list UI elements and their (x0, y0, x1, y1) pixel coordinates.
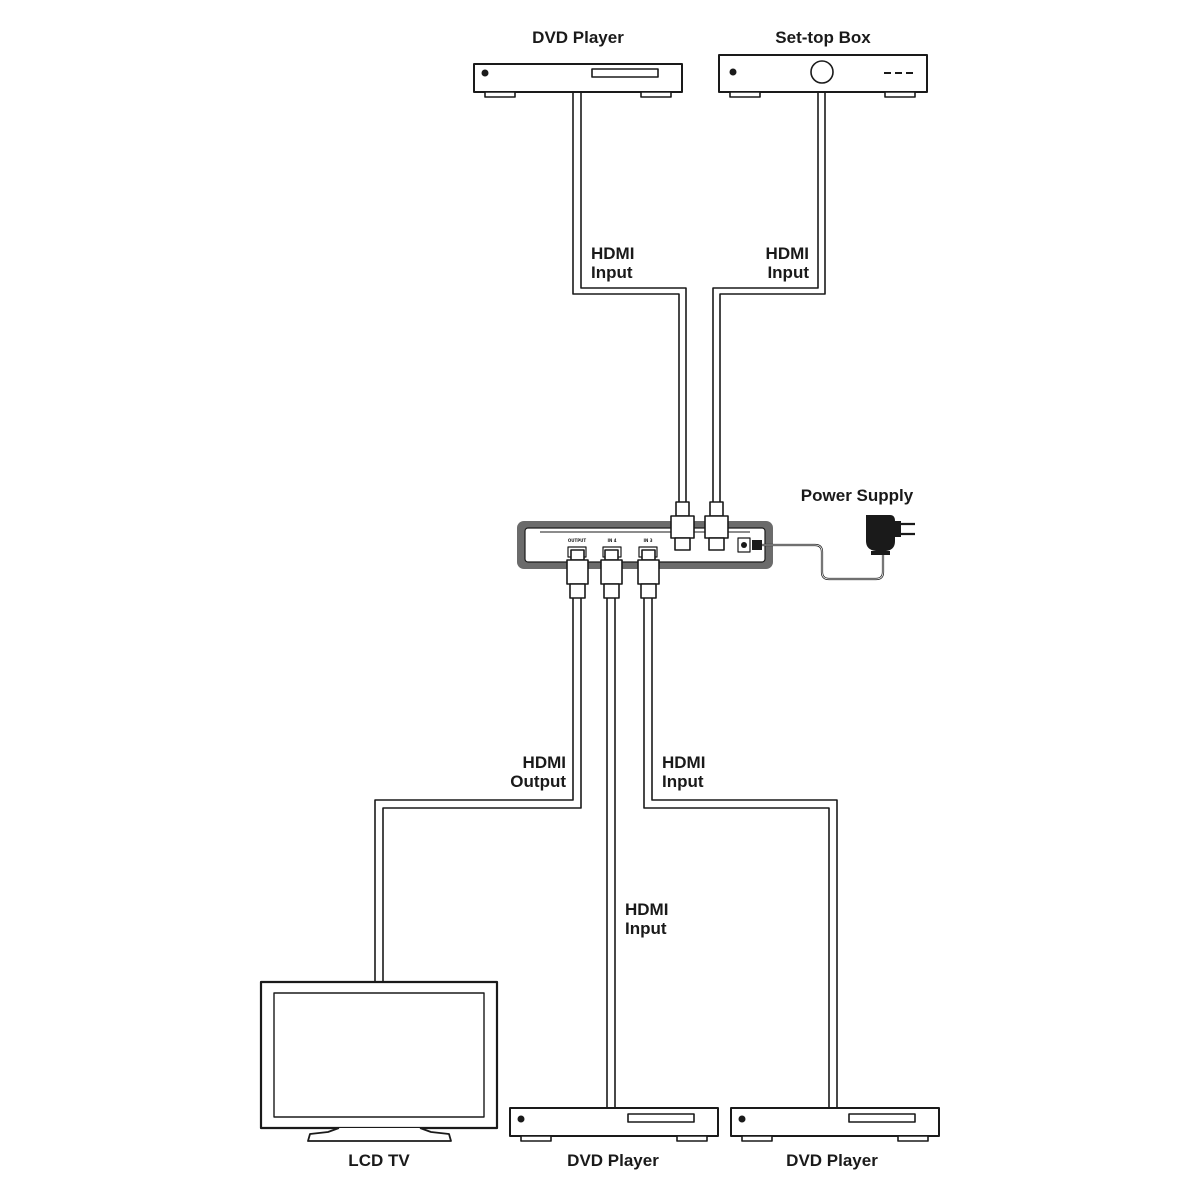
port-label-output: OUTPUT (568, 538, 587, 543)
cable-label-line: HDMI (662, 753, 706, 772)
hdmi-plug-top-right (704, 501, 729, 551)
label-lcd-tv: LCD TV (348, 1151, 410, 1170)
label-dvd-player-bottom-1: DVD Player (567, 1151, 659, 1170)
cable-bottom-output (374, 598, 582, 982)
cable-label-line: HDMI (591, 244, 635, 263)
power-cable (752, 540, 885, 581)
cable-top-right (712, 92, 826, 502)
cable-label-line: Output (510, 772, 566, 791)
port-label-in3: IN 3 (643, 538, 652, 543)
cable-label-line: HDMI (765, 244, 809, 263)
cable-label-bottom-right: HDMI Input (662, 753, 705, 791)
hdmi-plug-in3 (637, 549, 660, 599)
cable-label-bottom-output: HDMI Output (510, 753, 566, 791)
label-set-top-box: Set-top Box (775, 28, 871, 47)
port-label-in4: IN 4 (607, 538, 616, 543)
cable-label-line: Input (591, 263, 633, 282)
cable-label-line: Input (767, 263, 809, 282)
dvd-player-bottom-1-icon (509, 1107, 719, 1142)
cable-label-line: HDMI (522, 753, 566, 772)
cable-bottom-middle (606, 598, 616, 1108)
cable-top-left (572, 92, 687, 502)
cable-label-line: HDMI (625, 900, 669, 919)
hdmi-plug-top-left (670, 501, 695, 551)
cable-label-line: Input (625, 919, 667, 938)
cable-label-bottom-middle: HDMI Input (625, 900, 668, 938)
cable-label-top-right: HDMI Input (766, 244, 809, 282)
label-power-supply: Power Supply (800, 486, 914, 505)
hdmi-plug-output (566, 549, 589, 599)
dvd-player-bottom-2-icon (730, 1107, 940, 1142)
cable-bottom-right (643, 598, 838, 1108)
cable-label-top-left: HDMI Input (591, 244, 634, 282)
power-adapter-icon (866, 515, 915, 555)
lcd-tv-icon (259, 980, 499, 1142)
cable-label-line: Input (662, 772, 704, 791)
set-top-box-icon (718, 54, 928, 98)
label-dvd-player-bottom-2: DVD Player (786, 1151, 878, 1170)
hdmi-plug-in4 (600, 549, 623, 599)
label-dvd-player-top: DVD Player (532, 28, 624, 47)
dvd-player-top-icon (473, 63, 683, 98)
